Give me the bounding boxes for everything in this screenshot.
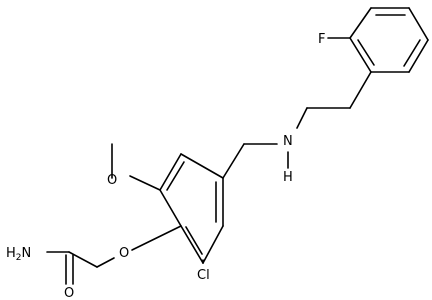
ethyl-linker: [296, 71, 372, 129]
amine-n-label: N: [283, 134, 293, 149]
fluorophenyl-ring: [349, 7, 429, 73]
amide-n-label: H2N: [6, 246, 31, 263]
oxyacetamide-chain: [46, 225, 182, 285]
carbonyl-o-label: O: [64, 286, 74, 300]
methoxy-o-label: O: [107, 173, 117, 188]
fluorine-label: F: [318, 32, 325, 47]
central-benzene-ring: [159, 153, 224, 264]
ether-o-label: O: [119, 246, 129, 261]
atom-labels: F N H O O Cl H2N O: [6, 32, 325, 300]
benzylic-linker: [222, 143, 278, 179]
chlorine-label: Cl: [197, 268, 210, 283]
methoxy-group: [111, 143, 161, 191]
amine-h-label: H: [283, 170, 293, 185]
